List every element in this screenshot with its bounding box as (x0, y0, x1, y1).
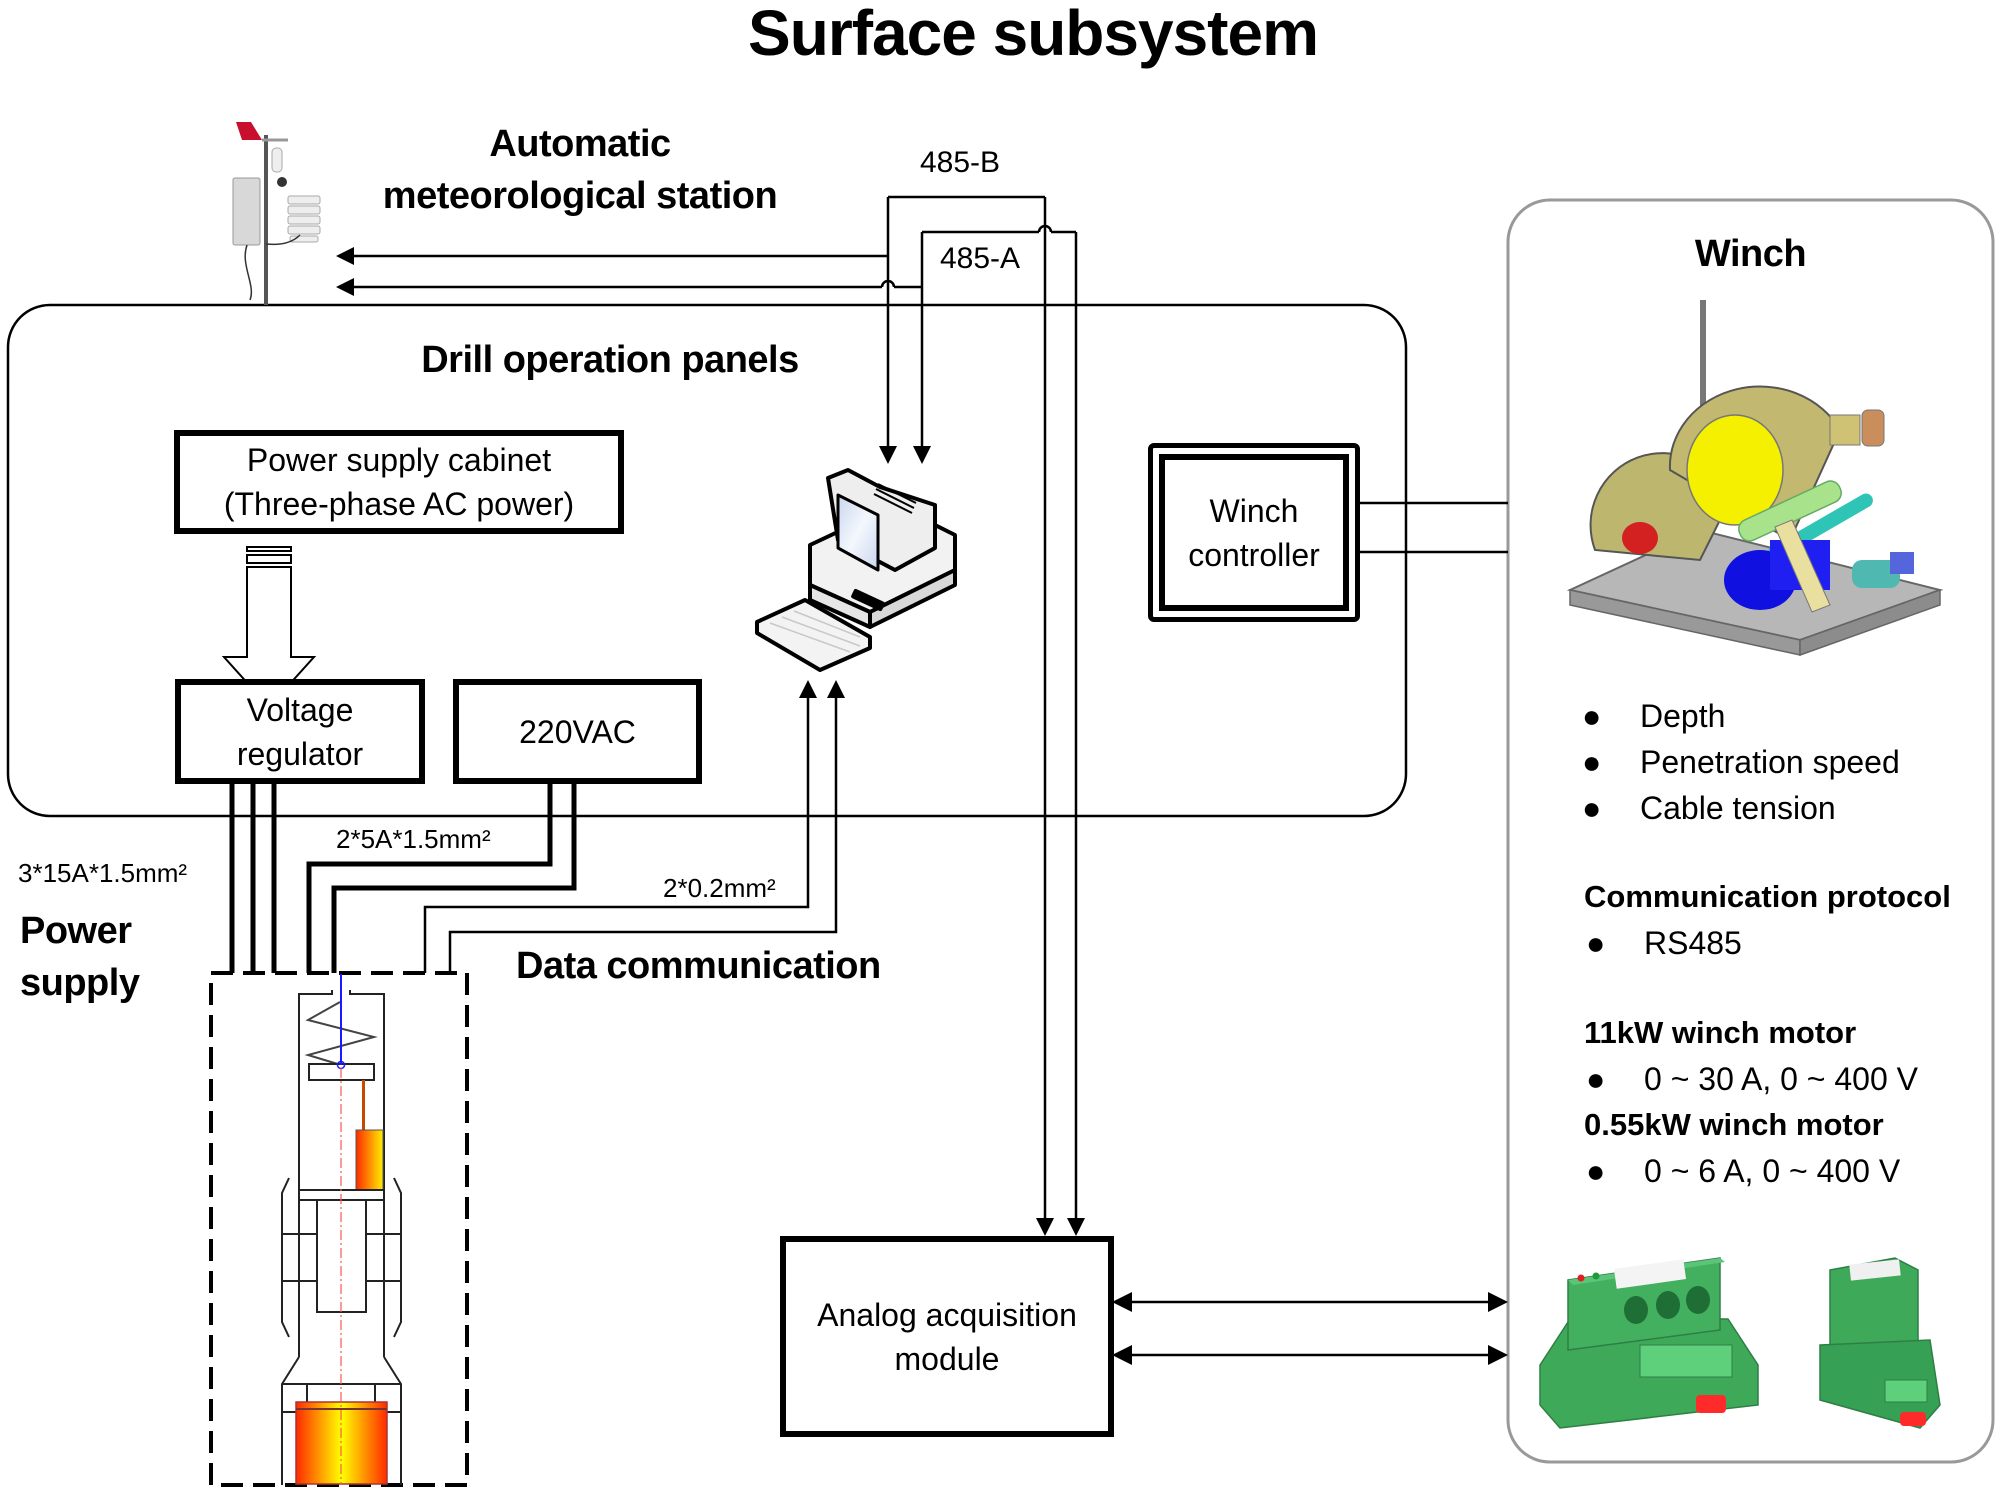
list-item: ●Penetration speed (1582, 744, 1900, 780)
analog-arrow-left-2 (1112, 1345, 1132, 1365)
rs485-b-line (886, 195, 1047, 1220)
analog-arrow-right-2 (1488, 1345, 1508, 1365)
wire-label-data: 2*0.2mm² (663, 873, 776, 903)
list-item: ●0 ~ 6 A, 0 ~ 400 V (1586, 1153, 1901, 1189)
met-station-label-line1: Automatic (489, 123, 671, 165)
rs485-a-line (920, 224, 1078, 1220)
motor2-heading: 0.55kW winch motor (1584, 1107, 1884, 1142)
computer-arrow-b (879, 446, 897, 464)
drill-operation-panel (6, 303, 1408, 818)
data-arrow-2 (827, 680, 845, 698)
analog-arrow-right-1 (1488, 1292, 1508, 1312)
voltage-regulator-line2: regulator (236, 735, 364, 772)
measurement-depth: Depth (1640, 698, 1726, 734)
winch-controller-box[interactable]: Winch controller (1148, 443, 1360, 622)
power-supply-label-line2: supply (20, 962, 140, 1004)
computer-arrow-a (913, 446, 931, 464)
list-item: ●Cable tension (1582, 790, 1836, 826)
winch-measurements-list: ●Depth ●Penetration speed ●Cable tension (1580, 693, 1900, 831)
winch-controller-lines (1352, 501, 1508, 554)
protocol-heading: Communication protocol (1584, 879, 1951, 914)
winch-controller-line2: controller (1188, 536, 1320, 573)
met-station-rs485-lines (352, 254, 922, 289)
desktop-computer-icon (755, 468, 957, 672)
page-title: Surface subsystem (748, 0, 1319, 69)
winch-controller-line1: Winch (1209, 492, 1299, 529)
winch-title: Winch (1694, 233, 1807, 275)
measurement-cable-tension: Cable tension (1640, 790, 1836, 826)
data-communication-label: Data communication (516, 945, 881, 987)
motor1-heading: 11kW winch motor (1584, 1015, 1857, 1050)
weather-station-icon (232, 122, 321, 305)
analog-acquisition-module-box[interactable]: Analog acquisition module (780, 1236, 1114, 1437)
data-wires (423, 694, 838, 973)
met-station-label: Automatic meteorological station (360, 118, 800, 222)
met-station-label-line2: meteorological station (382, 175, 778, 217)
downhole-probe-frame (209, 971, 469, 1487)
list-item: ●Depth (1582, 698, 1726, 734)
rs485-b-label: 485-B (920, 146, 1001, 179)
analog-module-line2: module (894, 1340, 1000, 1377)
winch-panel-frame (1506, 198, 1995, 1464)
motor2-rating: 0 ~ 6 A, 0 ~ 400 V (1644, 1153, 1901, 1189)
list-item: ●RS485 (1586, 925, 1742, 961)
wire-label-3phase: 3*15A*1.5mm² (18, 858, 188, 888)
voltage-regulator-box[interactable]: Voltage regulator (175, 679, 425, 784)
data-arrow-1 (799, 680, 817, 698)
power-supply-label: Power supply (20, 905, 165, 1009)
analog-arrow-b (1036, 1218, 1054, 1236)
analog-arrow-left-1 (1112, 1292, 1132, 1312)
power-supply-cabinet-box[interactable]: Power supply cabinet (Three-phase AC pow… (174, 430, 624, 534)
protocol-section: Communication protocol ●RS485 (1584, 874, 1951, 966)
protocol-rs485: RS485 (1644, 925, 1742, 961)
power-cabinet-line2: (Three-phase AC power) (223, 486, 575, 522)
power-3phase-wires (229, 782, 277, 973)
power-220-wires (306, 782, 577, 973)
motor1-rating: 0 ~ 30 A, 0 ~ 400 V (1644, 1061, 1918, 1097)
power-supply-label-line1: Power (20, 910, 132, 952)
motor-section: 11kW winch motor ●0 ~ 30 A, 0 ~ 400 V 0.… (1584, 1010, 1918, 1194)
met-arrow-head-1 (336, 247, 354, 265)
analog-arrow-a (1067, 1218, 1085, 1236)
analog-sensor-lines (1116, 1300, 1500, 1357)
ac220-box[interactable]: 220VAC (453, 679, 702, 784)
current-voltage-transducer-icon (1539, 1257, 1941, 1429)
list-item: ●0 ~ 30 A, 0 ~ 400 V (1586, 1061, 1918, 1097)
power-cabinet-line1: Power supply cabinet (246, 442, 552, 478)
analog-module-line1: Analog acquisition (817, 1296, 1077, 1333)
measurement-penetration-speed: Penetration speed (1640, 744, 1900, 780)
drill-panels-label: Drill operation panels (421, 339, 799, 381)
met-arrow-head-2 (336, 278, 354, 296)
voltage-regulator-line1: Voltage (246, 691, 354, 728)
ac220-label: 220VAC (519, 713, 636, 750)
rs485-a-label: 485-A (940, 242, 1021, 275)
wire-label-220: 2*5A*1.5mm² (336, 824, 491, 854)
winch-3d-model-icon (1566, 300, 1944, 657)
